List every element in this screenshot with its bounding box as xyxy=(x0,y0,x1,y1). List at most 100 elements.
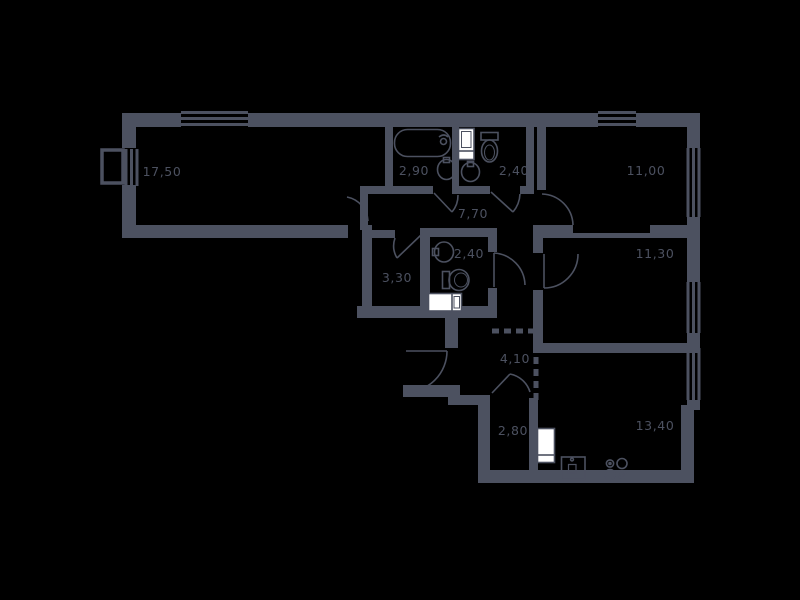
wall-segment xyxy=(488,228,497,252)
fridge-icon xyxy=(536,427,556,464)
window-glazing-bar xyxy=(697,148,701,217)
stove-icon xyxy=(604,457,628,481)
window-glazing-bar xyxy=(124,149,128,186)
window-glazing-bar xyxy=(692,148,695,217)
sink-icon xyxy=(460,160,481,183)
window-glazing-bar xyxy=(130,149,133,186)
window-icon xyxy=(181,111,248,126)
fixtures xyxy=(393,127,628,481)
window-icon xyxy=(686,348,701,400)
bathtub-icon xyxy=(393,128,452,158)
window-glazing-bar xyxy=(181,123,248,126)
stove-burner xyxy=(604,468,616,481)
wall-segment xyxy=(636,113,700,127)
washing-machine-door xyxy=(461,131,472,148)
washing-machine-icon xyxy=(457,127,475,161)
sink-tap xyxy=(431,247,440,257)
door-leaf xyxy=(490,191,514,213)
sink-bowl xyxy=(460,161,481,183)
kitchen-sink-tap xyxy=(569,457,575,462)
room-labels: 17,50 2,90 2,40 11,00 7,70 2,40 3,30 11,… xyxy=(143,163,675,438)
toilet-tank xyxy=(480,131,499,141)
wall-segment xyxy=(681,405,694,483)
window-glazing-bar xyxy=(135,149,139,186)
room-area-label-kitchen: 13,40 xyxy=(636,418,675,433)
wall-segment xyxy=(529,398,538,470)
window-glazing-bar xyxy=(686,148,690,217)
wall-segment xyxy=(533,290,543,353)
door-arc xyxy=(493,252,526,286)
window-glazing-bar xyxy=(692,282,695,333)
window-icon xyxy=(124,149,139,186)
wall-segment xyxy=(445,318,458,348)
window-glazing-bar xyxy=(181,111,248,114)
room-area-label-wc-middle: 2,40 xyxy=(454,246,484,261)
wall-segment xyxy=(122,225,348,238)
window-glazing-bar xyxy=(598,117,636,120)
stove-burner-dot xyxy=(620,472,624,477)
toilet-icon xyxy=(480,131,499,163)
wall-segment xyxy=(368,230,395,238)
window-glazing-bar xyxy=(686,282,690,333)
room-area-label-wc-top: 2,40 xyxy=(499,163,529,178)
window-icon xyxy=(686,282,701,333)
sink-tap xyxy=(466,160,475,168)
sink-icon xyxy=(436,156,457,181)
wall-segment xyxy=(478,395,490,483)
washing-machine-icon xyxy=(427,292,463,312)
wall-segment xyxy=(420,228,430,318)
wall-segment xyxy=(457,186,490,194)
wall-segment xyxy=(122,113,181,127)
sink-bowl xyxy=(433,241,455,263)
window-glazing-bar xyxy=(692,348,695,400)
toilet-icon xyxy=(441,268,470,292)
balcony-icon xyxy=(100,148,125,185)
kitchen-sink-counter xyxy=(560,456,586,481)
door-arc xyxy=(509,373,531,393)
stove-burner xyxy=(605,459,615,468)
door-leaf xyxy=(433,192,453,213)
room-area-label-bedroom-top-right: 11,00 xyxy=(627,163,666,178)
door-arc xyxy=(451,194,459,213)
wall-segment xyxy=(488,288,497,318)
bathtub-body xyxy=(393,128,452,158)
wall-segment xyxy=(362,225,372,313)
sink-tap xyxy=(442,156,451,164)
wall-segment xyxy=(357,306,497,318)
toilet-bowl xyxy=(448,268,470,292)
window-icon xyxy=(598,111,636,126)
wall-segment xyxy=(537,127,546,190)
wall-segment xyxy=(385,127,393,194)
wall-segment xyxy=(430,228,497,237)
bathtub-faucet xyxy=(439,137,448,146)
room-area-label-living-room: 17,50 xyxy=(143,164,182,179)
openings xyxy=(492,328,539,404)
wall-segment xyxy=(452,127,459,194)
wall-segment xyxy=(122,185,136,238)
wall-segment xyxy=(533,238,543,253)
room-area-label-pantry: 2,80 xyxy=(498,423,528,438)
room-area-label-hallway: 7,70 xyxy=(458,206,488,221)
door-arc xyxy=(541,193,574,226)
sink-icon xyxy=(431,241,455,263)
room-area-label-bedroom-right: 11,30 xyxy=(636,246,675,261)
stove-burner xyxy=(617,470,627,479)
sink-bowl xyxy=(436,158,457,181)
kitchen-sink-basin xyxy=(567,463,577,474)
windows xyxy=(124,111,701,400)
window-glazing-bar xyxy=(598,123,636,126)
stove-burner-dot xyxy=(608,461,612,466)
window-glazing-bar xyxy=(181,117,248,120)
window-glazing-bar xyxy=(697,282,701,333)
washing-machine-door xyxy=(453,296,460,309)
doors xyxy=(346,191,579,394)
bathtub-faucet-spout xyxy=(438,134,449,138)
door-arc xyxy=(543,253,579,289)
wall-segment xyxy=(122,113,136,148)
room-area-label-hall: 4,10 xyxy=(500,351,530,366)
room-area-label-storage: 3,30 xyxy=(382,270,412,285)
window-icon xyxy=(686,148,701,217)
toilet-bowl-inner xyxy=(484,144,495,161)
